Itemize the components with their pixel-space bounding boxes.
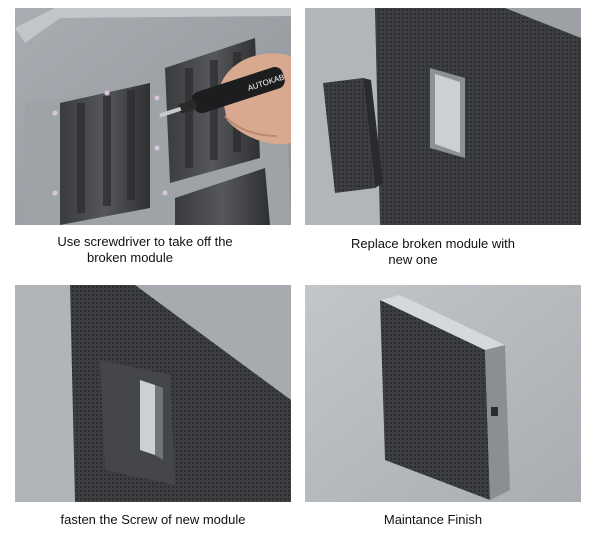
step1-caption: Use screwdriver to take off the broken m… xyxy=(15,234,275,266)
step4-caption: Maintance Finish xyxy=(305,512,561,528)
step4-caption-line1: Maintance Finish xyxy=(383,512,483,527)
step1-caption-line2: broken module xyxy=(87,250,173,265)
step2-caption-line1: Replace broken module with xyxy=(350,236,516,251)
step3-caption: fasten the Screw of new module xyxy=(15,512,291,528)
step1-image: AUTOKAB xyxy=(15,8,291,225)
step2-caption-line2: new one xyxy=(388,252,438,267)
step2-image xyxy=(305,8,581,225)
step3-caption-line1: fasten the Screw of new module xyxy=(60,512,246,527)
step1-caption-line1: Use screwdriver to take off the xyxy=(57,234,233,249)
step2-caption: Replace broken module with new one xyxy=(305,236,561,268)
step4-image xyxy=(305,285,581,502)
step3-image xyxy=(15,285,291,502)
